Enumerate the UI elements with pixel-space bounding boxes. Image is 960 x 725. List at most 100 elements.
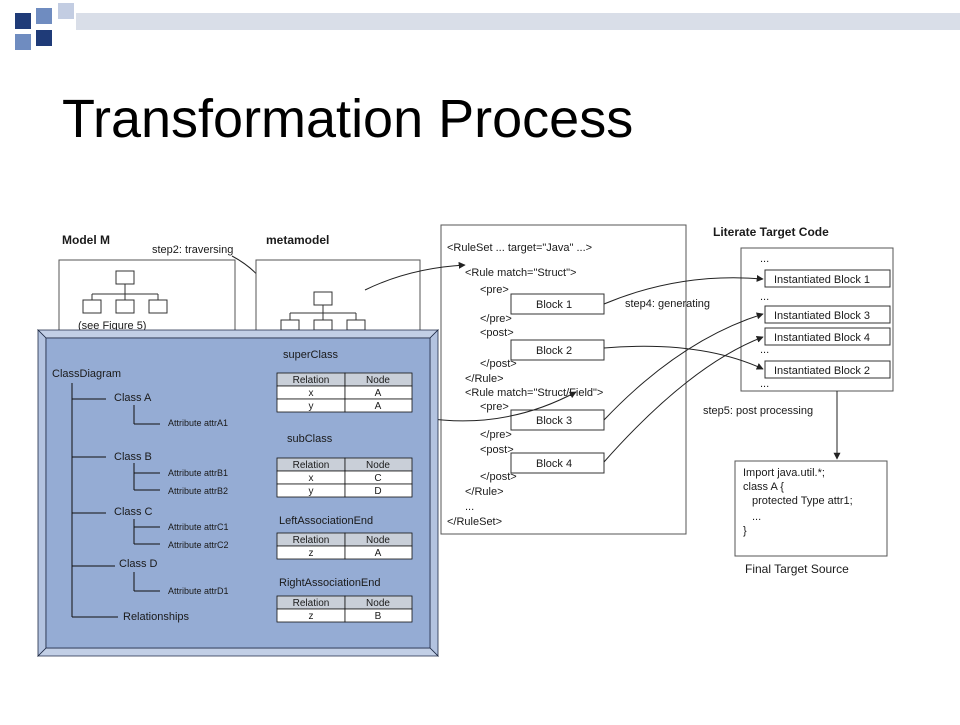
- final-line: }: [743, 525, 747, 537]
- table-cell-text: y: [309, 486, 314, 497]
- header-decoration: [15, 3, 960, 50]
- block-2-label: Block 2: [536, 345, 572, 357]
- class-node: Class A: [114, 392, 152, 404]
- flow-arrows: [364, 261, 764, 463]
- ruleset-line: </Rule>: [465, 486, 504, 498]
- literate-area: Literate Target Code ... Instantiated Bl…: [703, 225, 894, 460]
- model-area: Model M step2: traversing metamodel (see…: [58, 233, 421, 341]
- instantiated-block-box: [764, 305, 891, 324]
- block-4-label: Block 4: [536, 458, 572, 470]
- ruleset-box: [440, 224, 687, 535]
- relationships-node: Relationships: [123, 611, 190, 623]
- attribute-node: Attribute attrC1: [168, 522, 229, 532]
- ruleset-line: <RuleSet ... target="Java" ...>: [447, 242, 592, 254]
- instantiated-block-box: [764, 269, 891, 288]
- ruleset-line: </post>: [480, 471, 517, 483]
- ruleset-line: <Rule match="Struct">: [465, 267, 576, 279]
- header-square-mid: [36, 8, 52, 24]
- literate-ellipsis: ...: [760, 378, 769, 390]
- instantiated-block-label: Instantiated Block 1: [774, 274, 870, 286]
- block-4-box: [510, 452, 605, 474]
- block-1-label: Block 1: [536, 299, 572, 311]
- table-cell-text: B: [375, 611, 382, 622]
- attribute-node: Attribute attrA1: [168, 418, 228, 428]
- final-line: ...: [752, 511, 761, 523]
- table-cell-text: y: [309, 401, 314, 412]
- instantiated-block-label: Instantiated Block 3: [774, 310, 870, 322]
- table-cell: [344, 608, 413, 623]
- ruleset-line: </pre>: [480, 429, 512, 441]
- table-header-text: Relation: [293, 460, 330, 471]
- arrow-block4-to-inst4: [603, 335, 764, 463]
- table-cell: [344, 483, 413, 498]
- header-bar: [76, 13, 960, 30]
- final-caption: Final Target Source: [745, 562, 849, 576]
- class-tree-lines: [71, 383, 160, 618]
- ruleset-line: </RuleSet>: [447, 516, 502, 528]
- model-label: Model M: [62, 233, 110, 247]
- table-cell: [344, 545, 413, 560]
- header-square-light: [58, 3, 74, 19]
- class-diagram-root: ClassDiagram: [52, 368, 121, 380]
- arrow-block2-to-inst2: [603, 345, 764, 370]
- attribute-node: Attribute attrB2: [168, 486, 228, 496]
- table-header-text: Relation: [293, 598, 330, 609]
- class-node: Class C: [114, 506, 153, 518]
- instantiated-block-box: [764, 327, 891, 346]
- model-tree: [82, 270, 168, 314]
- literate-ellipsis: ...: [760, 253, 769, 265]
- table-cell-text: z: [309, 548, 314, 559]
- arrow-rule2-from-panel: [424, 391, 577, 422]
- metamodel-tree: [280, 291, 366, 331]
- block-2-box: [510, 339, 605, 361]
- table-title: subClass: [287, 433, 333, 445]
- attribute-node: Attribute attrD1: [168, 586, 229, 596]
- ruleset-line: <post>: [480, 444, 514, 456]
- literate-ellipsis: ...: [760, 291, 769, 303]
- ruleset-line: </Rule>: [465, 373, 504, 385]
- final-line: Import java.util.*;: [743, 467, 825, 479]
- table-header-text: Relation: [293, 535, 330, 546]
- final-box: [734, 460, 888, 557]
- header-square-dark-2: [36, 30, 52, 46]
- ruleset-line: <pre>: [480, 401, 509, 413]
- arrow-block1-to-inst1: [603, 274, 764, 305]
- class-diagram-panel: ClassDiagram Class A Class B: [37, 329, 439, 657]
- table-title: LeftAssociationEnd: [279, 515, 373, 527]
- table-cell-text: A: [375, 388, 382, 399]
- class-node: Class D: [119, 558, 158, 570]
- panel-top-bevel: [37, 329, 439, 339]
- step2-label: step2: traversing: [152, 244, 233, 256]
- table-header-text: Node: [366, 535, 390, 546]
- slide-title: Transformation Process: [62, 89, 634, 149]
- ruleset-line: <pre>: [480, 284, 509, 296]
- see-figure-label: (see Figure 5): [78, 320, 146, 332]
- table-header-text: Node: [366, 598, 390, 609]
- table-cell-text: D: [374, 486, 381, 497]
- table-title: superClass: [283, 349, 339, 361]
- panel-left-bevel: [37, 329, 47, 657]
- final-line: protected Type attr1;: [752, 495, 853, 507]
- metamodel-label: metamodel: [266, 233, 329, 247]
- instantiated-block-box: [764, 360, 891, 379]
- ruleset-line: </pre>: [480, 313, 512, 325]
- ruleset-area: <RuleSet ... target="Java" ...> <Rule ma…: [440, 224, 710, 535]
- step5-label: step5: post processing: [703, 405, 813, 417]
- final-line: class A {: [743, 481, 784, 493]
- arrow-metamodel-to-rule1: [364, 261, 466, 291]
- ruleset-line: <post>: [480, 327, 514, 339]
- table-cell-text: z: [309, 611, 314, 622]
- ruleset-line: ...: [465, 501, 474, 513]
- panel-right-bevel: [429, 329, 439, 657]
- table-cell-text: x: [309, 473, 314, 484]
- arrow-block3-to-inst3: [603, 312, 764, 421]
- table-cell-text: A: [375, 401, 382, 412]
- header-square-dark: [15, 13, 31, 29]
- panel-bottom-bevel: [37, 647, 439, 657]
- table-header-text: Node: [366, 460, 390, 471]
- table-cell-text: C: [374, 473, 381, 484]
- step4-label: step4: generating: [625, 298, 710, 310]
- ruleset-line: </post>: [480, 358, 517, 370]
